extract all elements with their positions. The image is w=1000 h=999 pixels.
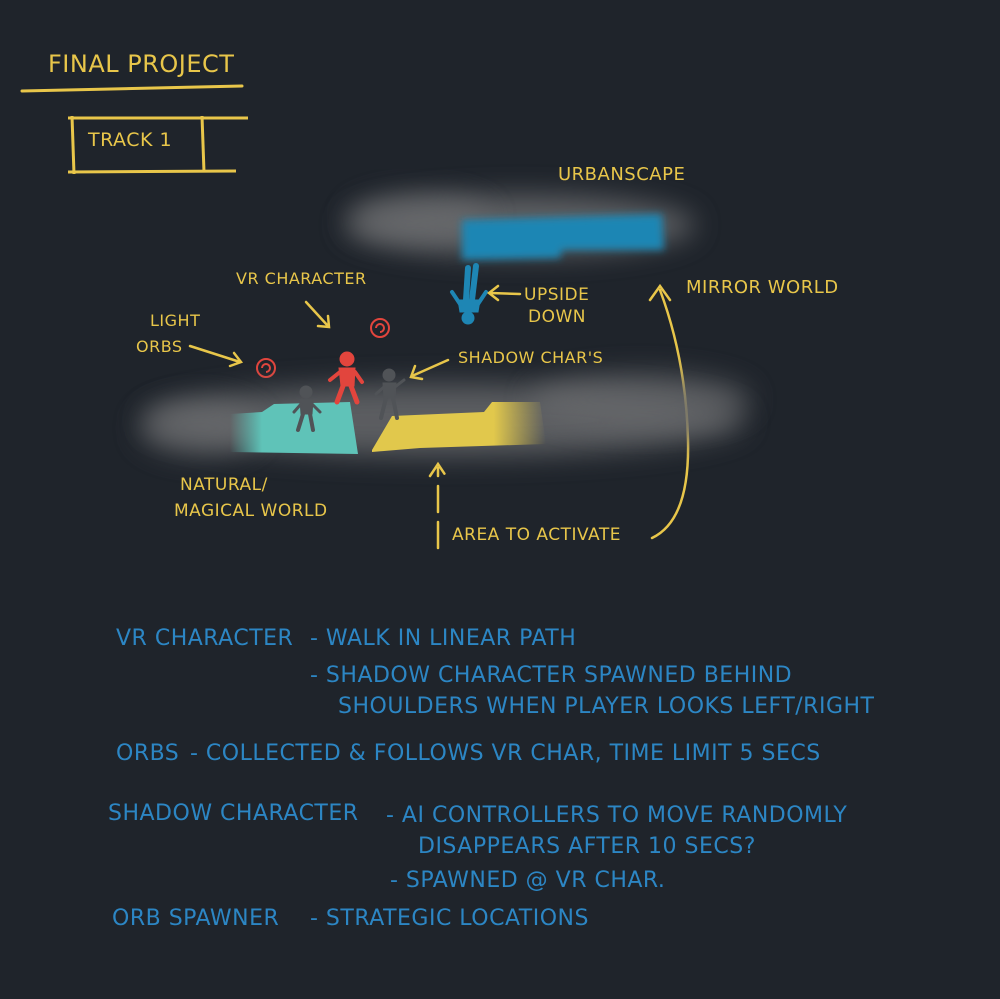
note-vr-character-2: - SHADOW CHARACTER SPAWNED BEHIND xyxy=(310,663,792,688)
track-box xyxy=(67,115,248,175)
mirror-world-label: MIRROR WORLD xyxy=(686,277,839,298)
note-shadow-1: - AI CONTROLLERS TO MOVE RANDOMLY xyxy=(386,803,847,828)
upside-down-label-1: UPSIDE xyxy=(524,285,589,305)
note-orbs-1: - COLLECTED & FOLLOWS VR CHAR, TIME LIMI… xyxy=(190,741,821,766)
page-title: FINAL PROJECT xyxy=(48,50,234,78)
natural-world-label-1: NATURAL/ xyxy=(180,475,268,495)
upside-down-arrow xyxy=(486,284,522,302)
notes-section: VR CHARACTER - WALK IN LINEAR PATH - SHA… xyxy=(108,626,875,931)
shadow-character-figure-1 xyxy=(292,385,322,432)
shadow-chars-arrow xyxy=(409,358,450,381)
note-spawner-1: - STRATEGIC LOCATIONS xyxy=(310,906,589,931)
shadow-chars-label: SHADOW CHAR'S xyxy=(458,348,603,367)
natural-world-label-2: MAGICAL WORLD xyxy=(174,501,328,521)
area-to-activate-arrow xyxy=(428,461,448,550)
vr-character-arrow xyxy=(304,300,331,329)
note-shadow-2: DISAPPEARS AFTER 10 SECS? xyxy=(418,834,756,859)
vr-character-figure xyxy=(328,351,364,405)
area-to-activate-label: AREA TO ACTIVATE xyxy=(452,525,621,545)
light-orbs-label-2: ORBS xyxy=(136,337,183,356)
light-orb-icon xyxy=(256,318,390,378)
vr-character-label: VR CHARACTER xyxy=(236,269,367,288)
natural-world-ground xyxy=(230,402,358,454)
urbanscape-block xyxy=(462,214,664,260)
note-vr-character-label: VR CHARACTER xyxy=(116,626,293,651)
title-underline xyxy=(20,84,244,93)
note-spawner-label: ORB SPAWNER xyxy=(112,906,279,931)
note-shadow-3: - SPAWNED @ VR CHAR. xyxy=(390,868,665,893)
light-orbs-arrow xyxy=(188,344,244,368)
upside-down-figure xyxy=(450,263,488,325)
light-orbs-label-1: LIGHT xyxy=(150,311,200,330)
activation-area-ground xyxy=(372,402,546,452)
shadow-character-figure-2 xyxy=(374,368,406,420)
urbanscape-label: URBANSCAPE xyxy=(558,164,685,185)
track-label: TRACK 1 xyxy=(87,129,172,151)
note-vr-character-3: SHOULDERS WHEN PLAYER LOOKS LEFT/RIGHT xyxy=(338,694,875,719)
note-shadow-label: SHADOW CHARACTER xyxy=(108,801,359,826)
note-orbs-label: ORBS xyxy=(116,741,179,766)
note-vr-character-1: - WALK IN LINEAR PATH xyxy=(310,626,576,651)
upside-down-label-2: DOWN xyxy=(528,307,586,327)
